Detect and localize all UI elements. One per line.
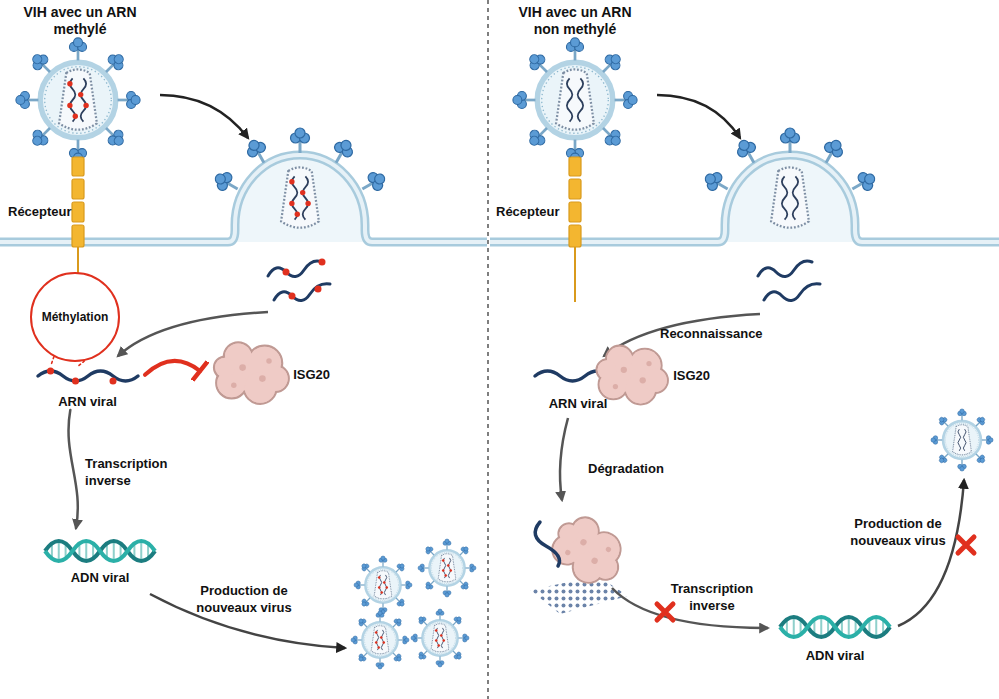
released-rna [268,261,322,277]
text-label: Dégradation [588,460,688,477]
protein-node: ISG20 [200,335,330,415]
virion-methylated [16,38,140,162]
methyl-dot [110,378,117,385]
inhibition-connector [145,361,200,375]
receptor-domain [569,157,581,176]
cell-membrane-core [490,155,999,242]
new-virion [351,611,409,669]
rna-node: ARN viral [528,362,628,412]
bud-interior [725,155,855,242]
envelope-spike [211,168,242,197]
envelope-spike [733,136,762,167]
entry-arrow [657,95,740,138]
node-text: ARN viral [58,394,117,410]
node-text: VIH avec un ARN methylé [14,4,146,38]
released-rna [764,284,820,301]
receptor-domain [72,157,84,176]
methylation-circle: Méthylation [30,272,120,362]
panel-divider [487,0,489,699]
released-rna [758,261,812,277]
reverse-transcription-arrow [68,410,77,528]
text-label: Récepteur [496,203,586,220]
dna-node: ADN viral [775,606,895,664]
text-label: Reconnaissance [660,325,780,342]
receptor-tail [574,247,576,302]
receptor-domain [72,202,84,222]
protein-node: ISG20 [590,338,710,414]
node-text: Méthylation [42,309,109,325]
dna-node: ADN viral [40,528,160,586]
receptor-domain [72,225,84,247]
dna-helix [45,541,155,561]
released-rna [274,284,330,301]
methyl-dot [72,378,79,385]
rna-fragment [535,522,559,566]
receptor-domain [569,179,581,199]
node-text: ADN viral [806,648,865,664]
envelope-spike [358,168,389,197]
new-virion [418,539,476,597]
degradation-arrow [560,418,568,500]
methyl-dot [283,269,290,276]
node-text: ISG20 [293,367,330,383]
envelope-spike [848,168,879,197]
methyl-dot [315,286,322,293]
node-text: ARN viral [549,396,608,412]
envelope-spike [328,136,357,167]
envelope-spike [243,136,272,167]
envelope-spike [781,128,800,153]
virus-heading: VIH avec un ARN non methylé [500,4,650,164]
blocked-arrow [898,480,964,626]
node-text: ADN viral [71,570,130,586]
methyl-dot [289,293,296,300]
text-label: Transcription inverse [664,580,760,614]
edge-label: Transcription inverse [85,455,181,489]
isg20-protein [597,346,668,405]
block-cross [657,604,673,620]
block-cross [958,537,974,553]
capsid [771,167,809,227]
bud-interior [235,155,365,242]
node-text: ISG20 [673,368,710,384]
envelope-spike [701,168,732,197]
methylation-leader [51,357,85,366]
receptor [569,157,581,302]
cell-membrane [490,155,999,242]
receptor-domain [72,179,84,199]
envelope-spike [818,136,847,167]
virion [513,38,637,162]
isg20-protein [542,508,633,595]
rna-node: ARN viral [30,366,145,410]
methyl-dot [319,259,326,266]
entry-arrow [160,95,248,138]
new-virion [411,609,469,667]
text-label: Production de nouveaux virus [843,515,953,549]
text-label: Récepteur [8,203,98,220]
isg20-protein [214,342,289,404]
methyl-dot [47,368,54,375]
dna-helix [780,617,890,637]
text-label: Production de nouveaux virus [188,582,300,616]
node-text: VIH avec un ARN non methylé [509,4,641,38]
capsid-methylated [281,167,319,227]
virus-heading: VIH avec un ARN methylé [5,4,155,164]
envelope-spike [291,128,310,153]
rna-fragments [530,576,628,614]
new-virion [931,409,993,471]
new-virion [354,556,412,614]
receptor-domain [569,202,581,222]
receptor-domain [569,225,581,247]
